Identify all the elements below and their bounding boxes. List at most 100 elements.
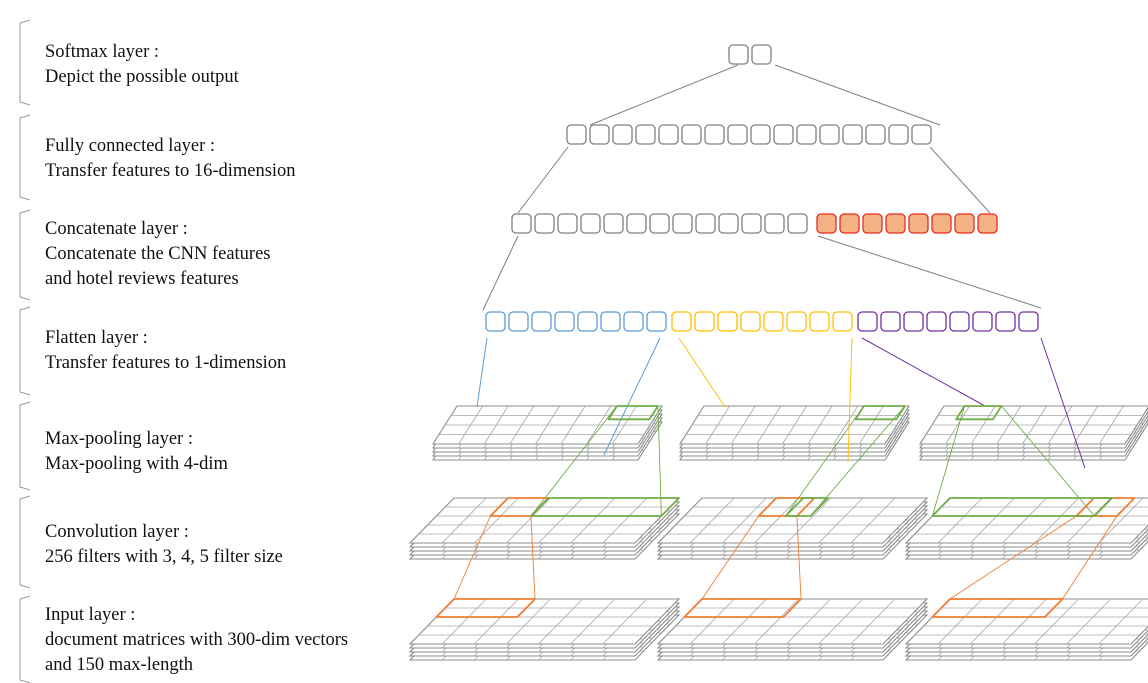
softmax-node	[728, 44, 749, 65]
input-matrix-stack-1-gridline	[602, 598, 648, 645]
fully-connected-node	[819, 124, 840, 145]
input-window-region	[931, 598, 1064, 618]
fully-connected-node	[888, 124, 909, 145]
pool-matrix-stack-2-gridline	[859, 405, 884, 445]
flatten-blue-node	[531, 311, 552, 332]
conv-matrix-stack-3-gridline	[969, 497, 1015, 544]
input-to-conv-link	[701, 515, 760, 600]
input-to-conv-link	[453, 515, 491, 600]
concatenate-layer-text-1: Concatenate the CNN features	[45, 244, 271, 264]
pool-matrix-stack-1-gridline	[612, 405, 637, 445]
conv-matrix-stack-3-gridline	[1034, 497, 1079, 544]
flatten-yellow-node	[786, 311, 807, 332]
flatten-purple-node	[995, 311, 1016, 332]
flatten-blue-node	[646, 311, 667, 332]
conv-matrix-stack-3-gridline	[937, 497, 983, 544]
input-to-conv-link	[796, 515, 802, 600]
conv-feature-region	[784, 497, 829, 517]
concatenate-cnn-node	[764, 213, 785, 234]
input-matrix-stack-1-gridline	[506, 598, 551, 645]
input-layer-title: Input layer :	[45, 605, 136, 625]
conv-matrix-stack-2-gridline	[754, 497, 799, 544]
conv-matrix-stack-1-gridline	[538, 497, 583, 544]
pool-matrix-stack-3-gridline	[1022, 405, 1047, 445]
conv-matrix-stack-2-gridline	[850, 497, 896, 544]
convolution-layer-text: 256 filters with 3, 4, 5 filter size	[45, 547, 283, 567]
conv-matrix-stack-3	[904, 497, 1148, 560]
concatenate-reviews-node	[816, 213, 837, 234]
input-matrix-stack-2-sheet	[656, 598, 929, 645]
pool-matrix-stack-1-gridline	[458, 405, 483, 445]
flatten-blue-node	[600, 311, 621, 332]
layer-bracket-concatenate	[19, 209, 31, 301]
flatten-yellow-node	[740, 311, 761, 332]
concatenate-cnn-node	[741, 213, 762, 234]
pool-matrix-stack-3	[919, 405, 1148, 461]
input-matrix-stack-2-gridline	[721, 598, 767, 645]
layer-bracket-softmax	[19, 19, 31, 106]
concatenate-cnn-node	[672, 213, 693, 234]
layer-bracket-input	[19, 595, 31, 683]
concatenate-cnn-row	[511, 213, 808, 234]
fully-connected-node	[727, 124, 748, 145]
concatenate-reviews-node	[931, 213, 952, 234]
pool-matrix-stack-1-gridline	[586, 405, 612, 445]
fully-connected-layer-desc: Fully connected layer : Transfer feature…	[45, 134, 425, 184]
concatenate-layer-text-2: and hotel reviews features	[45, 269, 239, 289]
fully-connected-node	[612, 124, 633, 145]
conv-matrix-stack-3-gridline	[1002, 497, 1047, 544]
input-to-conv-link	[1062, 515, 1118, 600]
pool-matrix-stack-1-gridline	[483, 405, 509, 445]
fully-connected-node	[773, 124, 794, 145]
pool-matrix-stack-2-gridline	[833, 405, 859, 445]
softmax-to-fc-right	[774, 64, 941, 126]
flatten-purple-node	[926, 311, 947, 332]
concatenate-cnn-node	[580, 213, 601, 234]
fully-connected-layer-text: Transfer features to 16-dimension	[45, 161, 296, 181]
input-matrix-stack-3-sheet	[904, 598, 1148, 645]
concatenate-cnn-node	[534, 213, 555, 234]
softmax-node	[751, 44, 772, 65]
flatten-layer-desc: Flatten layer : Transfer features to 1-d…	[45, 326, 425, 376]
input-matrix-stack-1-gridline	[441, 598, 487, 645]
conv-matrix-stack-3-gridline	[1098, 497, 1144, 544]
conv-window-region	[1075, 497, 1136, 517]
flatten-purple-node	[972, 311, 993, 332]
pool-matrix-stack-3-gridline	[1047, 405, 1073, 445]
flatten-blue-node	[508, 311, 529, 332]
fully-connected-node	[911, 124, 932, 145]
concatenate-cnn-node	[649, 213, 670, 234]
flatten-yellow-node	[763, 311, 784, 332]
concatenate-reviews-node	[839, 213, 860, 234]
pool-matrix-stack-2	[679, 405, 910, 461]
concatenate-cnn-node	[787, 213, 808, 234]
flatten-blue-row	[485, 311, 667, 332]
fully-connected-node	[796, 124, 817, 145]
conv-to-pool-link	[931, 405, 965, 517]
flatten-yellow-node	[671, 311, 692, 332]
conv-matrix-stack-1-gridline	[570, 497, 616, 544]
concatenate-cnn-node	[695, 213, 716, 234]
flatten-blue-node	[554, 311, 575, 332]
layer-bracket-flatten	[19, 306, 31, 396]
concatenate-cnn-node	[603, 213, 624, 234]
pool-window-region	[955, 405, 1003, 421]
fully-connected-node	[589, 124, 610, 145]
concatenate-layer-title: Concatenate layer :	[45, 219, 188, 239]
flatten-blue-node	[485, 311, 506, 332]
concatenate-reviews-node	[862, 213, 883, 234]
input-matrix-stack-3-gridline	[1034, 598, 1079, 645]
input-matrix-stack-3-gridline	[1002, 598, 1047, 645]
pool-window-region	[854, 405, 906, 421]
conv-matrix-stack-1-sheet	[408, 497, 681, 544]
pool-matrix-stack-2-gridline	[730, 405, 756, 445]
concatenate-reviews-node	[954, 213, 975, 234]
layer-bracket-convolution	[19, 495, 31, 589]
input-matrix-stack-2-gridline	[786, 598, 831, 645]
input-to-conv-link	[530, 515, 536, 600]
flatten-yellow-row	[671, 311, 853, 332]
conv-matrix-stack-3-gridline	[1066, 497, 1112, 544]
softmax-layer-text: Depict the possible output	[45, 67, 239, 87]
fully-connected-node	[635, 124, 656, 145]
